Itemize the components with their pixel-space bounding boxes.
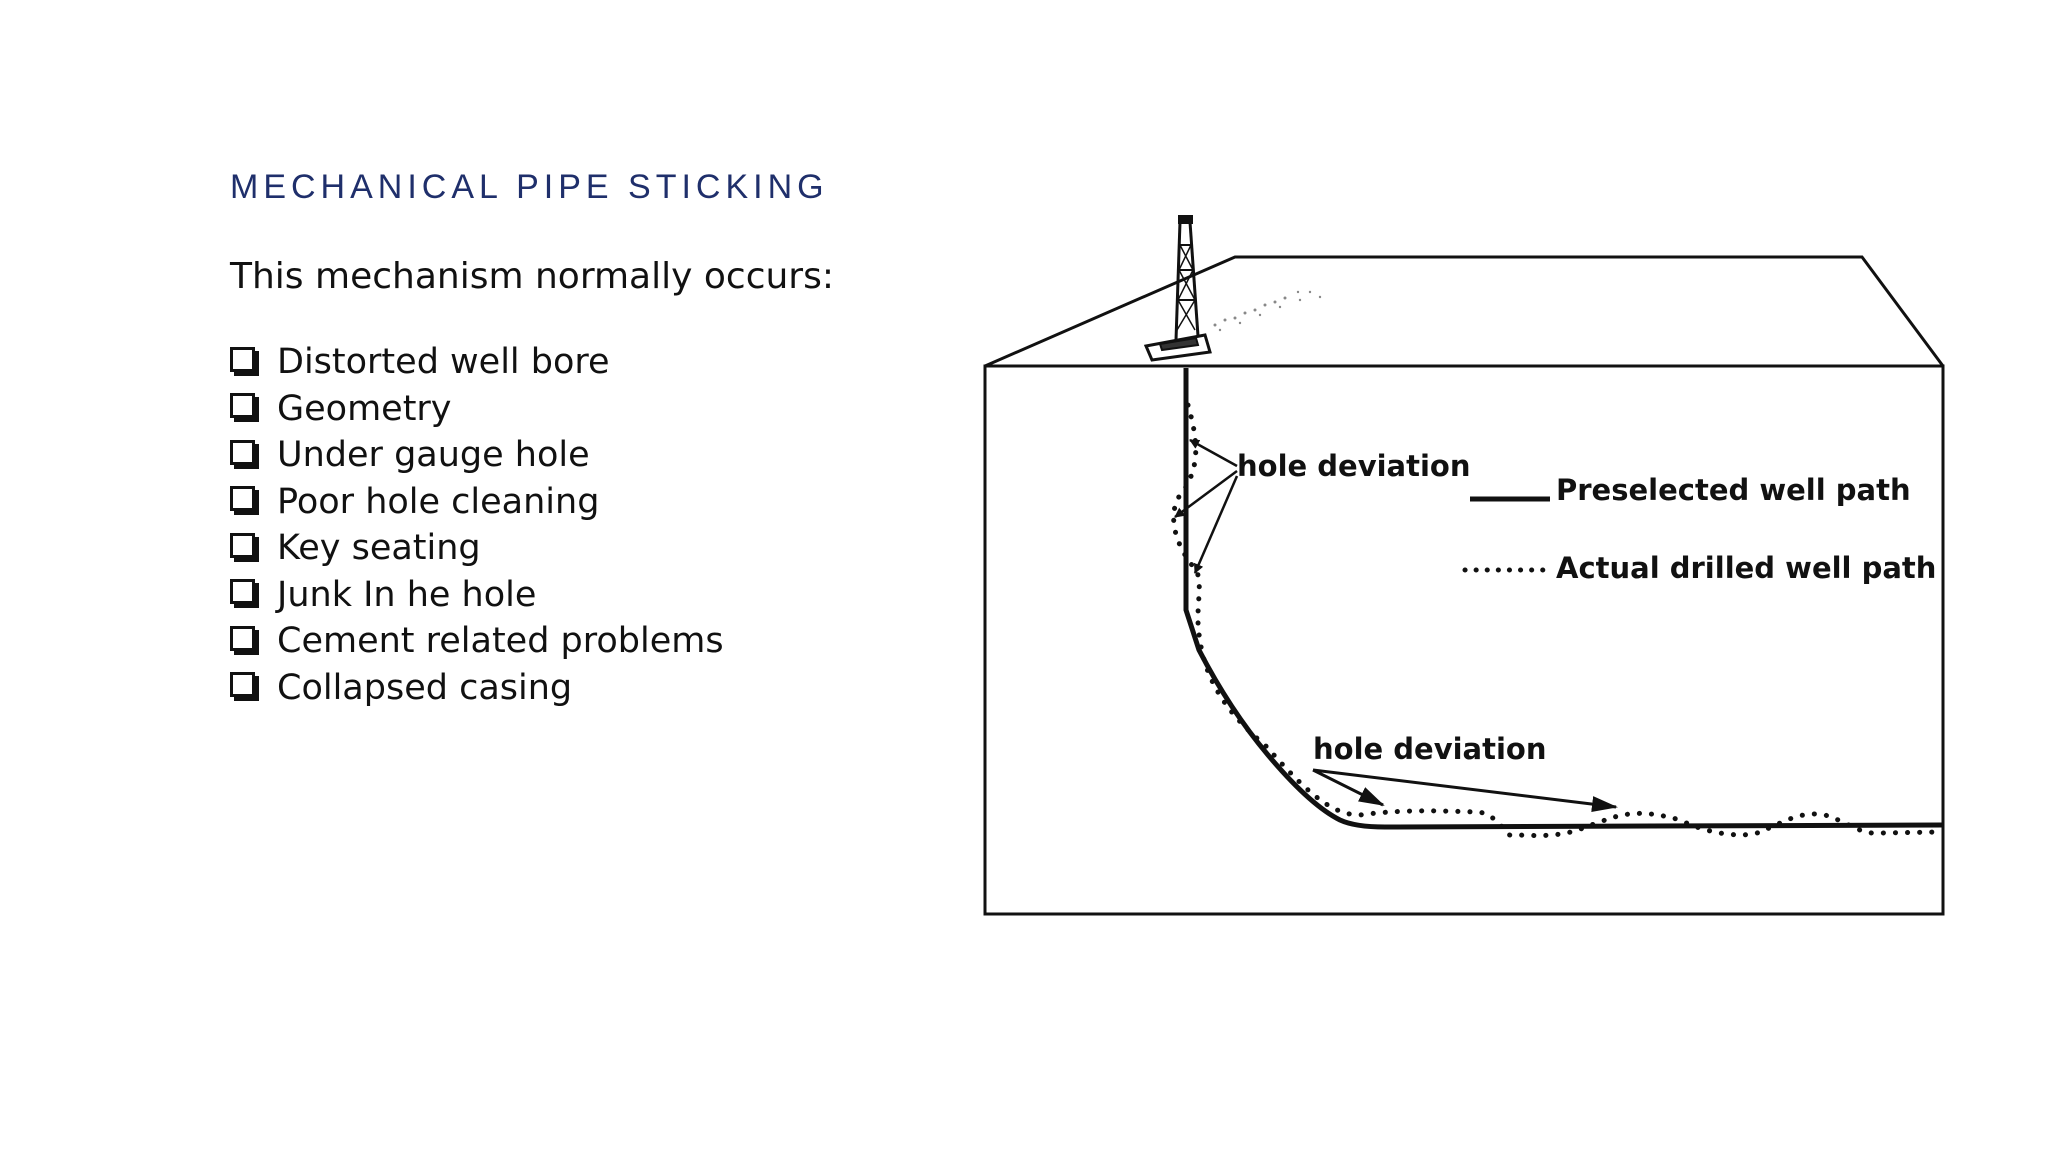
list-item-label: Key seating — [277, 528, 481, 569]
legend-solid-label: Preselected well path — [1556, 473, 1911, 507]
list-item-label: Geometry — [277, 388, 452, 429]
checkbox-icon — [230, 486, 255, 512]
list-item: Junk In he hole — [230, 572, 724, 619]
list-item-label: Collapsed casing — [277, 667, 573, 708]
earth-block-front — [983, 364, 1945, 916]
earth-block-top — [984, 255, 1945, 368]
earth-block — [983, 255, 1945, 916]
checkbox-icon — [230, 672, 255, 698]
deviation-arrows-top — [1174, 438, 1239, 574]
list-item: Cement related problems — [230, 618, 724, 665]
label-hole-deviation-bottom: hole deviation — [1313, 732, 1547, 766]
list-item-label: Under gauge hole — [277, 435, 590, 476]
list-item: Key seating — [230, 525, 724, 572]
list-item-label: Cement related problems — [277, 621, 724, 662]
list-item: Distorted well bore — [230, 339, 724, 386]
list-item-label: Poor hole cleaning — [277, 481, 600, 522]
slide-title: MECHANICAL PIPE STICKING — [230, 168, 829, 206]
list-item: Collapsed casing — [230, 665, 724, 712]
legend-dotted-label: Actual drilled well path — [1556, 551, 1936, 585]
checkbox-icon — [230, 579, 255, 605]
deviation-arrows-bottom — [1312, 768, 1618, 813]
well-path-diagram: hole deviation hole deviation Preselecte… — [983, 215, 1945, 916]
list-item: Poor hole cleaning — [230, 479, 724, 526]
list-item: Geometry — [230, 386, 724, 433]
checkbox-icon — [230, 625, 255, 651]
drilling-rig-icon — [1143, 215, 1322, 362]
checkbox-icon — [230, 393, 255, 419]
list-item-label: Distorted well bore — [277, 342, 610, 383]
preselected-well-path — [1183, 368, 1944, 830]
mechanism-checklist: Distorted well bore Geometry Under gauge… — [230, 339, 724, 711]
checkbox-icon — [230, 439, 255, 465]
list-item-label: Junk In he hole — [277, 574, 537, 615]
checkbox-icon — [230, 532, 255, 558]
rig-dust — [1213, 290, 1322, 332]
list-item: Under gauge hole — [230, 432, 724, 479]
label-hole-deviation-top: hole deviation — [1237, 449, 1471, 483]
checkbox-icon — [230, 346, 255, 372]
legend: Preselected well path Actual drilled wel… — [1462, 473, 1936, 585]
intro-text: This mechanism normally occurs: — [230, 256, 834, 297]
